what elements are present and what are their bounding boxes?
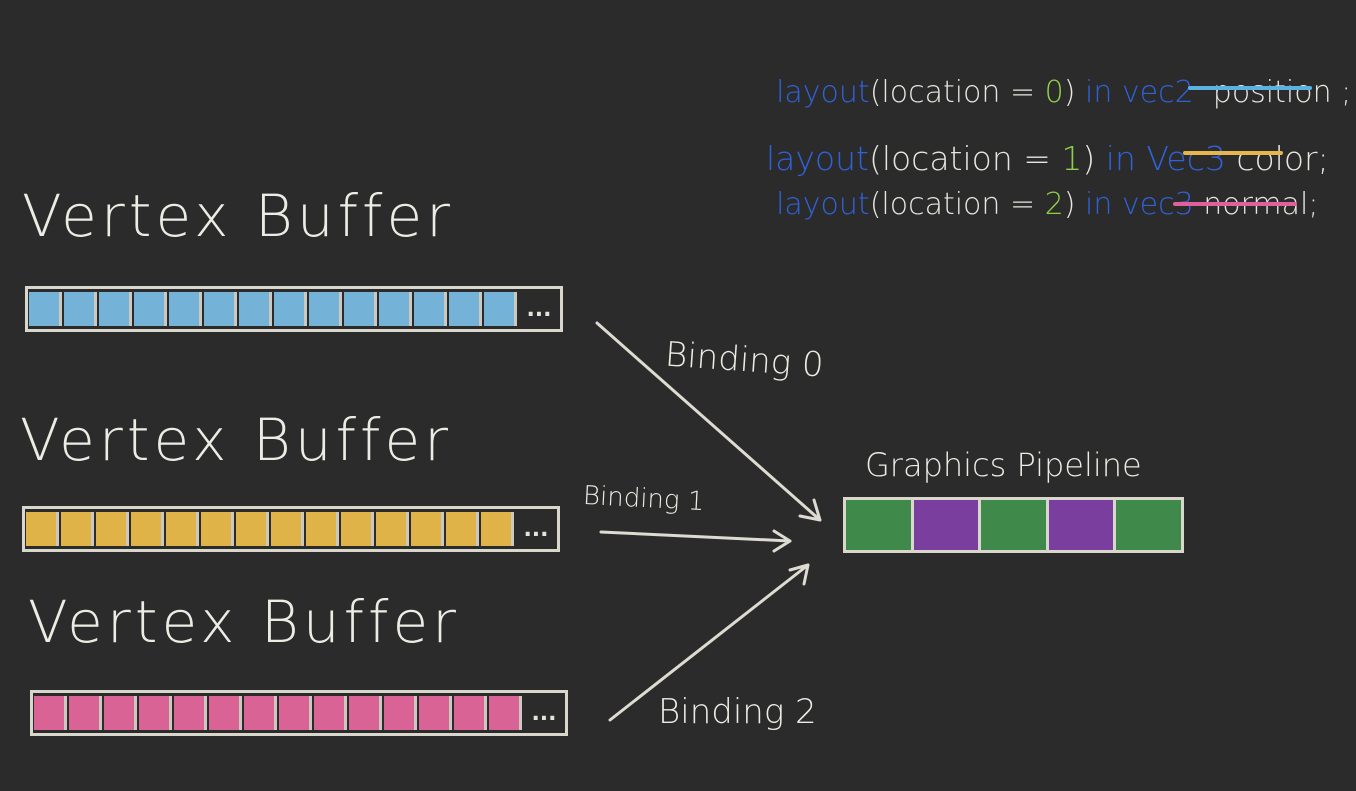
buffer-cell — [414, 292, 447, 326]
buffer-ellipsis: ... — [526, 296, 552, 322]
buffer-cell — [29, 292, 62, 326]
buffer-cell — [239, 292, 272, 326]
buffer-cell — [204, 292, 237, 326]
location-number: 0 — [1044, 75, 1064, 110]
code-type: Vec3 — [1146, 139, 1226, 178]
code-text: ) — [1063, 187, 1076, 222]
buffer-cell — [309, 292, 342, 326]
buffer-cell — [314, 696, 347, 730]
code-keyword: in — [1085, 187, 1113, 222]
pipeline-attribute-cell — [1048, 500, 1117, 550]
code-text: ; — [1308, 187, 1319, 222]
buffer-cell — [419, 696, 452, 730]
code-type: vec2 — [1121, 75, 1194, 110]
buffer-cell — [64, 292, 97, 326]
code-line-0: layout(location = 0) in vec2 position ; — [757, 40, 1351, 110]
buffer-cell — [34, 696, 67, 730]
code-keyword: layout — [776, 75, 870, 110]
buffer-cell — [139, 696, 172, 730]
buffer-cell — [489, 696, 522, 730]
buffer-cell — [96, 512, 129, 546]
normal-underline — [1173, 202, 1297, 206]
arrow-binding-2 — [608, 563, 810, 722]
buffer-cell — [411, 512, 444, 546]
code-keyword: layout — [765, 139, 869, 178]
vertex-buffer-title-0: Vertex Buffer — [22, 182, 454, 250]
code-text: (location = — [869, 75, 1045, 110]
pipeline-attribute-cell — [981, 500, 1049, 550]
buffer-cell — [481, 512, 514, 546]
buffer-cell — [26, 512, 59, 546]
vertex-buffer-1: ... — [22, 506, 560, 552]
graphics-pipeline — [843, 497, 1184, 553]
attribute-name: color — [1236, 139, 1318, 178]
code-line-1: layout(location = 1) in Vec3 color; — [745, 100, 1329, 178]
buffer-cell — [131, 512, 164, 546]
buffer-cell — [484, 292, 517, 326]
buffer-cell — [104, 696, 137, 730]
buffer-cell — [69, 696, 102, 730]
pipeline-attribute-cell — [846, 500, 914, 550]
pipeline-attribute-cell — [1116, 500, 1181, 550]
buffer-cell — [379, 292, 412, 326]
code-keyword: layout — [776, 187, 870, 222]
arrow-binding-0 — [595, 321, 822, 522]
buffer-cell — [279, 696, 312, 730]
code-text: ) — [1063, 75, 1076, 110]
buffer-cell — [454, 696, 487, 730]
attribute-name: position — [1212, 75, 1332, 110]
location-number: 1 — [1061, 139, 1083, 178]
buffer-cell — [169, 292, 202, 326]
buffer-cell — [209, 696, 242, 730]
buffer-cell — [271, 512, 304, 546]
buffer-ellipsis: ... — [523, 516, 549, 542]
graphics-pipeline-title: Graphics Pipeline — [865, 446, 1142, 484]
position-underline — [1188, 86, 1312, 90]
color-underline — [1183, 151, 1283, 155]
buffer-cell — [341, 512, 374, 546]
code-text: ) — [1082, 139, 1096, 178]
code-text: ; — [1341, 75, 1352, 110]
binding-label-1: Binding 1 — [582, 480, 706, 518]
buffer-cell — [236, 512, 269, 546]
vertex-buffer-title-2: Vertex Buffer — [28, 588, 460, 656]
location-number: 2 — [1044, 187, 1064, 222]
buffer-ellipsis: ... — [531, 700, 557, 726]
buffer-cell — [244, 696, 277, 730]
buffer-cell — [376, 512, 409, 546]
pipeline-attribute-cell — [913, 500, 982, 550]
code-text: (location = — [868, 139, 1062, 178]
arrow-binding-1 — [599, 529, 792, 553]
buffer-cell — [306, 512, 339, 546]
buffer-cell — [449, 292, 482, 326]
buffer-cell — [134, 292, 167, 326]
buffer-cell — [201, 512, 234, 546]
vertex-buffer-title-1: Vertex Buffer — [20, 406, 452, 474]
buffer-cell — [274, 292, 307, 326]
buffer-cell — [384, 696, 417, 730]
buffer-cell — [446, 512, 479, 546]
buffer-cell — [166, 512, 199, 546]
code-keyword: in — [1085, 75, 1113, 110]
buffer-cell — [344, 292, 377, 326]
vertex-buffer-2: ... — [30, 690, 568, 736]
code-text: (location = — [869, 187, 1045, 222]
buffer-cell — [349, 696, 382, 730]
code-text: ; — [1317, 139, 1329, 178]
binding-label-2: Binding 2 — [658, 692, 817, 732]
code-keyword: in — [1105, 139, 1136, 178]
buffer-cell — [99, 292, 132, 326]
vertex-buffer-0: ... — [25, 286, 563, 332]
buffer-cell — [61, 512, 94, 546]
buffer-cell — [174, 696, 207, 730]
